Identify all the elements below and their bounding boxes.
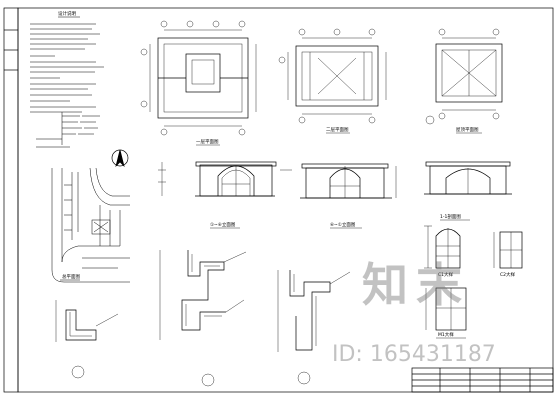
title-plan-1f: 一层平面图 — [196, 139, 219, 145]
sheet-border — [17, 7, 554, 393]
detail-m1-door — [425, 287, 467, 339]
plan-2f — [278, 28, 387, 134]
title-door-m1: M1大样 — [438, 331, 454, 338]
north-arrow-icon — [111, 149, 129, 168]
title-plan-roof: 屋顶平面图 — [456, 127, 479, 133]
left-title-strip — [3, 7, 19, 393]
site-plan — [51, 167, 130, 283]
plan-1f — [140, 20, 257, 146]
detail-node-2 — [159, 250, 247, 387]
detail-node-3 — [277, 270, 351, 385]
elevation-front — [158, 161, 292, 229]
plan-roof — [425, 28, 503, 134]
title-window-c2: C2大样 — [500, 271, 516, 278]
title-site-plan: 总平面图 — [62, 273, 80, 280]
wall-section-legend — [36, 112, 100, 148]
detail-c1-door — [424, 225, 461, 269]
title-section: 1-1剖面图 — [440, 213, 461, 220]
title-door-c1: C1大样 — [438, 271, 454, 278]
title-elev-front: ①~⑥立面图 — [210, 221, 236, 228]
watermark-id: ID: 165431187 — [332, 342, 496, 367]
general-notes — [30, 16, 104, 113]
watermark-logo: 知末 — [362, 258, 470, 312]
section-1-1 — [424, 161, 512, 221]
elevation-rear — [300, 163, 397, 229]
title-plan-2f: 二层平面图 — [326, 127, 349, 133]
detail-node-1 — [55, 300, 119, 379]
detail-c2-window — [493, 231, 523, 269]
title-elev-rear: ⑥~①立面图 — [330, 221, 356, 228]
title-block — [411, 367, 554, 393]
title-general-notes: 设计说明 — [58, 10, 76, 17]
